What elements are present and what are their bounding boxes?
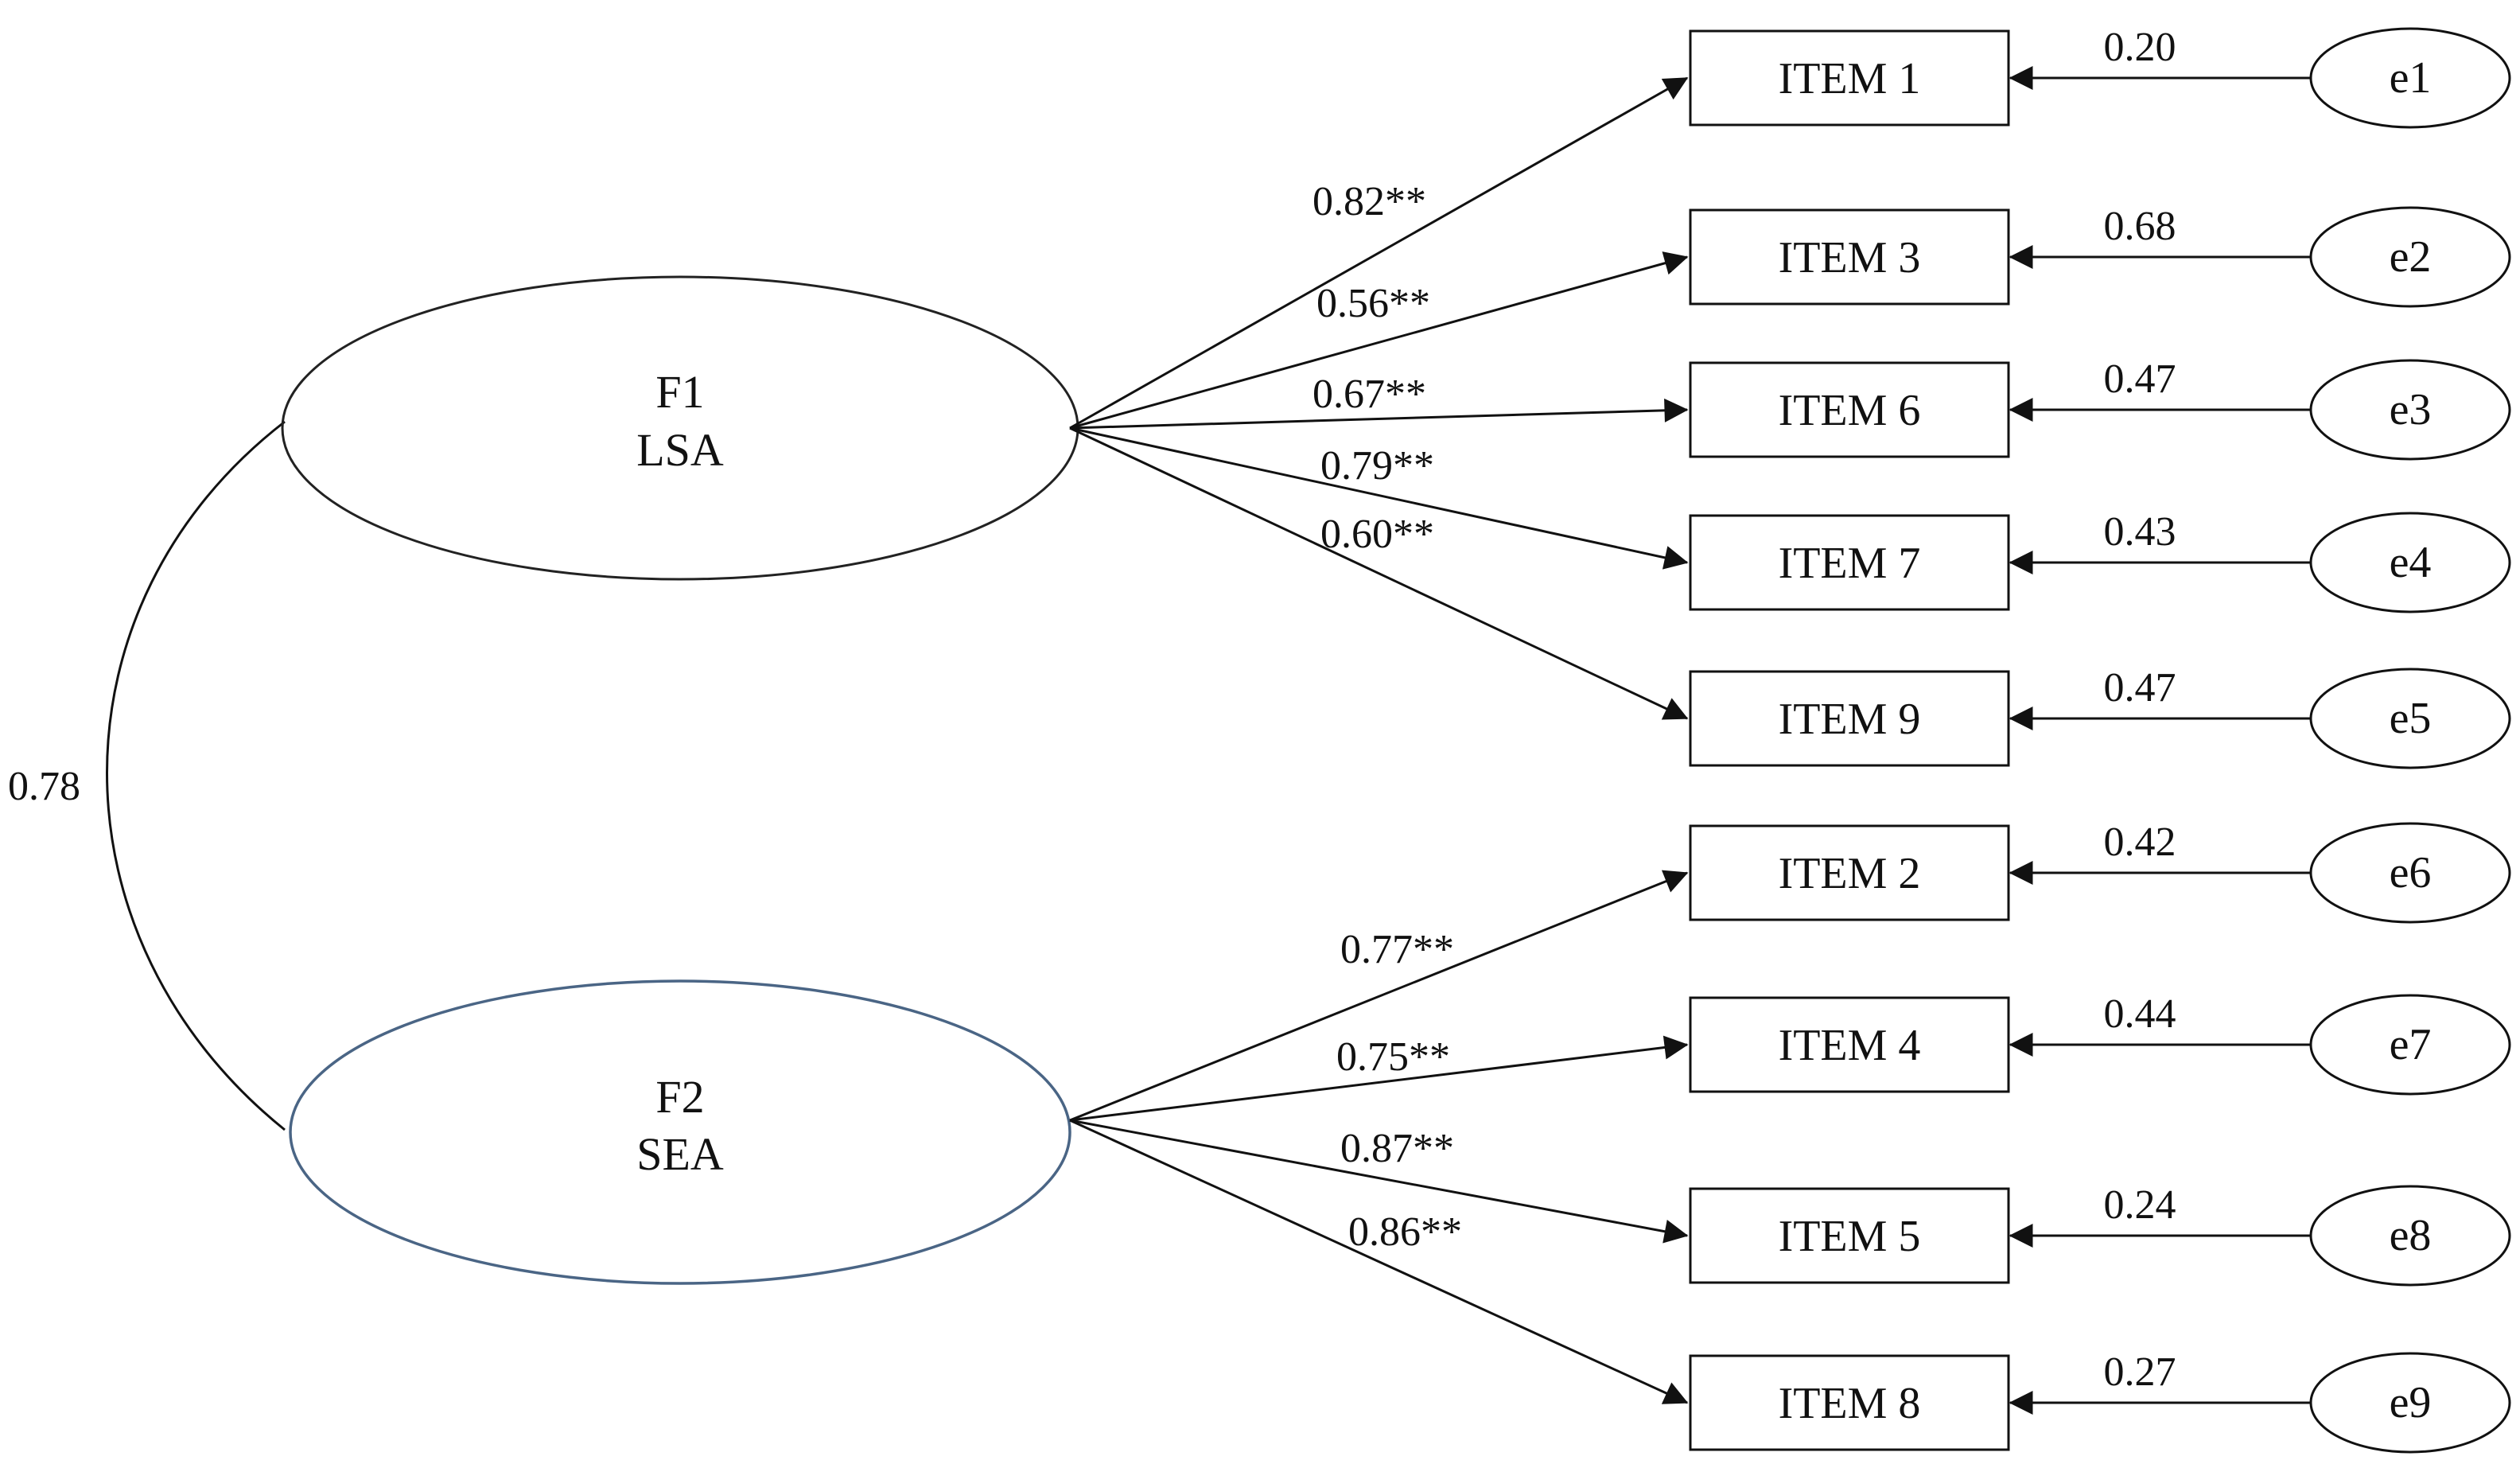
loading-label: 0.79** (1320, 443, 1434, 489)
item-node-item-8: ITEM 8 (1689, 1354, 2010, 1451)
error-variance-label: 0.43 (2104, 509, 2176, 555)
item-label: ITEM 8 (1779, 1379, 1921, 1428)
item-box (1689, 29, 2010, 127)
item-label: ITEM 5 (1779, 1212, 1921, 1261)
loading-label: 0.67** (1312, 372, 1426, 417)
error-variance-label: 0.44 (2104, 991, 2176, 1037)
error-nodes: e1 e2 e3 e4 e5 e6 e7 e8 e9 (2309, 27, 2511, 1454)
error-node-e3: e3 (2309, 359, 2511, 461)
error-labels: 0.20 0.68 0.47 0.43 0.47 0.42 0.44 0.24 0.27 (2104, 25, 2176, 1395)
loading-label: 0.77** (1340, 927, 1454, 972)
loading-label: 0.86** (1348, 1209, 1462, 1255)
loading-arrow-item-3 (1069, 251, 1689, 430)
item-label: ITEM 6 (1779, 386, 1921, 435)
item-node-item-9: ITEM 9 (1689, 670, 2010, 767)
loading-arrow-item-6 (1069, 398, 1689, 430)
error-ellipse (2309, 994, 2511, 1096)
factor-correlation-label: 0.78 (8, 764, 80, 809)
loading-label: 0.56** (1316, 281, 1430, 326)
item-node-item-7: ITEM 7 (1689, 514, 2010, 611)
loading-arrow-item-4 (1069, 1035, 1689, 1122)
factor-f1: F1 LSA (281, 275, 1079, 581)
error-ellipse (2309, 822, 2511, 924)
error-ellipse (2309, 1185, 2511, 1287)
error-name: e8 (2390, 1211, 2432, 1260)
factor-f1-name: F1 (655, 366, 704, 418)
error-variance-label: 0.24 (2104, 1182, 2176, 1228)
item-label: ITEM 4 (1779, 1021, 1921, 1070)
item-label: ITEM 7 (1779, 539, 1921, 588)
factor-f2: F2 SEA (289, 979, 1071, 1285)
error-variance-label: 0.20 (2104, 25, 2176, 70)
error-variance-label: 0.47 (2104, 356, 2176, 402)
error-node-e5: e5 (2309, 668, 2511, 769)
error-ellipse (2309, 27, 2511, 129)
item-box (1689, 1354, 2010, 1451)
loading-arrows (1069, 76, 1689, 1404)
item-box (1689, 996, 2010, 1093)
item-boxes: ITEM 1 ITEM 3 ITEM 6 ITEM 7 ITEM 9 ITEM 2 ITEM… (1689, 29, 2010, 1451)
loading-arrow-item-8 (1069, 1119, 1689, 1404)
item-node-item-3: ITEM 3 (1689, 208, 2010, 306)
item-label: ITEM 3 (1779, 233, 1921, 282)
error-ellipse (2309, 512, 2511, 613)
item-node-item-5: ITEM 5 (1689, 1187, 2010, 1284)
item-box (1689, 824, 2010, 921)
error-ellipse (2309, 1352, 2511, 1454)
error-name: e6 (2390, 848, 2432, 897)
factor-f2-label: SEA (636, 1128, 724, 1180)
factor-correlation-arc (106, 420, 286, 1131)
item-box (1689, 1187, 2010, 1284)
loading-arrow-item-2 (1069, 870, 1689, 1122)
item-label: ITEM 9 (1779, 695, 1921, 744)
item-box (1689, 514, 2010, 611)
error-name: e1 (2390, 53, 2432, 103)
factor-f1-label: LSA (636, 424, 724, 476)
loading-label: 0.75** (1336, 1034, 1450, 1080)
loading-arrow-item-5 (1069, 1119, 1689, 1244)
error-name: e4 (2390, 538, 2432, 587)
factor-f2-ellipse (289, 979, 1071, 1285)
error-node-e4: e4 (2309, 512, 2511, 613)
error-node-e2: e2 (2309, 206, 2511, 308)
error-node-e6: e6 (2309, 822, 2511, 924)
item-label: ITEM 1 (1779, 54, 1921, 103)
error-variance-label: 0.27 (2104, 1349, 2176, 1395)
loading-label: 0.82** (1312, 179, 1426, 224)
loading-labels: 0.82** 0.56** 0.67** 0.79** 0.60** 0.77** 0.75… (1312, 179, 1462, 1255)
loading-label: 0.87** (1340, 1126, 1454, 1171)
item-box (1689, 361, 2010, 458)
error-node-e9: e9 (2309, 1352, 2511, 1454)
factor-f2-name: F2 (655, 1071, 704, 1123)
loading-arrow-item-1 (1069, 76, 1689, 430)
loading-label: 0.60** (1320, 512, 1434, 557)
loading-arrow-item-9 (1069, 426, 1689, 720)
error-ellipse (2309, 668, 2511, 769)
error-name: e3 (2390, 385, 2432, 434)
item-node-item-1: ITEM 1 (1689, 29, 2010, 127)
item-node-item-2: ITEM 2 (1689, 824, 2010, 921)
error-arrows (2009, 66, 2311, 1415)
item-node-item-6: ITEM 6 (1689, 361, 2010, 458)
error-ellipse (2309, 206, 2511, 308)
error-name: e9 (2390, 1378, 2432, 1427)
error-node-e7: e7 (2309, 994, 2511, 1096)
error-variance-label: 0.68 (2104, 204, 2176, 249)
error-name: e2 (2390, 232, 2432, 282)
item-box (1689, 208, 2010, 306)
error-node-e8: e8 (2309, 1185, 2511, 1287)
error-variance-label: 0.47 (2104, 665, 2176, 711)
error-variance-label: 0.42 (2104, 820, 2176, 865)
error-name: e5 (2390, 694, 2432, 743)
item-node-item-4: ITEM 4 (1689, 996, 2010, 1093)
item-label: ITEM 2 (1779, 849, 1921, 898)
error-ellipse (2309, 359, 2511, 461)
error-name: e7 (2390, 1020, 2432, 1069)
loading-arrow-item-7 (1069, 426, 1689, 570)
item-box (1689, 670, 2010, 767)
error-node-e1: e1 (2309, 27, 2511, 129)
